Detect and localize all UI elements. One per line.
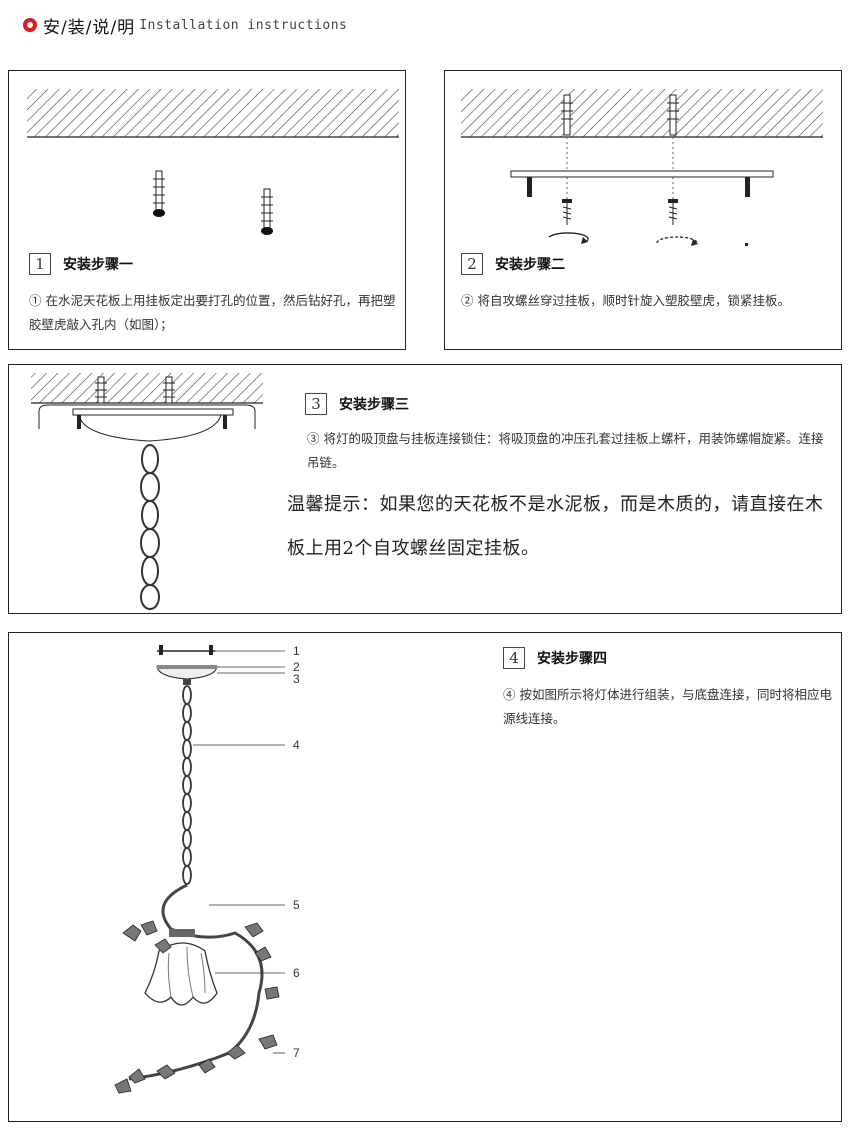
leaf-decoration (114, 920, 280, 1094)
step-label: 安装步骤四 (537, 651, 607, 667)
wall-anchor-icon (163, 376, 175, 404)
step-label: 安装步骤一 (63, 257, 133, 273)
wall-anchor-icon (261, 188, 273, 235)
screw-icon (562, 199, 572, 225)
part-label: 2 (293, 660, 300, 674)
step-3-panel: 3 安装步骤三 ③ 将灯的吸顶盘与挂板连接锁住：将吸顶盘的冲压孔套过挂板上螺杆，… (8, 364, 842, 614)
wall-anchor-icon (667, 94, 679, 136)
step-number: 3 (305, 393, 327, 415)
step-2-panel: 2 安装步骤二 ② 将自攻螺丝穿过挂板，顺时针旋入塑胶壁虎，锁紧挂板。 (444, 70, 842, 350)
record-circle-icon (23, 18, 37, 32)
step-1-illustration (27, 89, 399, 235)
wall-anchor-icon (561, 94, 573, 136)
screw-icon (668, 199, 678, 225)
step-2-illustration (461, 89, 823, 246)
step-1-title: 1 安装步骤一 (29, 253, 133, 275)
part-label: 7 (293, 1046, 300, 1060)
page-header: 安/装/说/明 Installation instructions (22, 10, 347, 40)
step-4-title: 4 安装步骤四 (503, 647, 607, 669)
chain (182, 685, 192, 885)
step-number: 4 (503, 647, 525, 669)
ceiling-slab (461, 89, 823, 137)
canopy (78, 414, 222, 442)
mounting-plate (510, 170, 774, 178)
chain (140, 444, 160, 610)
ceiling-slab (27, 89, 399, 137)
step-3-illustration (31, 373, 263, 610)
canopy (156, 666, 218, 680)
step-4-description: ④ 按如图所示将灯体进行组装，与底盘连接，同时将相应电源线连接。 (503, 687, 832, 726)
step-1-description: ① 在水泥天花板上用挂板定出要打孔的位置，然后钻好孔，再把塑胶壁虎敲入孔内（如图… (29, 293, 396, 332)
rotate-clockwise-icon (548, 232, 589, 242)
step-2-description: ② 将自攻螺丝穿过挂板，顺时针旋入塑胶壁虎，锁紧挂板。 (461, 293, 790, 308)
step-3-description: ③ 将灯的吸顶盘与挂板连接锁住：将吸顶盘的冲压孔套过挂板上螺杆，用装饰螺帽旋紧。… (307, 431, 824, 470)
header-title-cn: 安/装/说/明 (43, 17, 136, 38)
wall-anchor-icon (95, 376, 107, 404)
step-2-title: 2 安装步骤二 (461, 253, 565, 275)
part-label: 4 (293, 738, 300, 752)
step-number: 1 (29, 253, 51, 275)
step-label: 安装步骤三 (339, 397, 409, 413)
part-label: 1 (293, 644, 300, 658)
part-label: 5 (293, 898, 300, 912)
step-label: 安装步骤二 (495, 257, 565, 273)
rotate-clockwise-icon (656, 236, 698, 244)
header-title-en: Installation instructions (139, 17, 348, 33)
step-1-panel: 1 安装步骤一 ① 在水泥天花板上用挂板定出要打孔的位置，然后钻好孔，再把塑胶壁… (8, 70, 406, 350)
lamp-diagram: 1 2 3 4 5 6 7 (114, 644, 300, 1094)
step-3-title: 3 安装步骤三 (305, 393, 409, 415)
ceiling-slab (31, 373, 263, 403)
glass-shade (144, 942, 218, 1006)
part-label: 3 (293, 672, 300, 686)
step-number: 2 (461, 253, 483, 275)
step-4-panel: 1 2 3 4 5 6 7 4 安装步骤四 ④ 按如图所示将灯体进行组装，与底盘… (8, 632, 842, 1122)
wall-anchor-icon (153, 170, 165, 217)
part-label: 6 (293, 966, 300, 980)
installation-tip: 温馨提示：如果您的天花板不是水泥板，而是木质的，请直接在木板上用2个自攻螺丝固定… (287, 494, 824, 559)
